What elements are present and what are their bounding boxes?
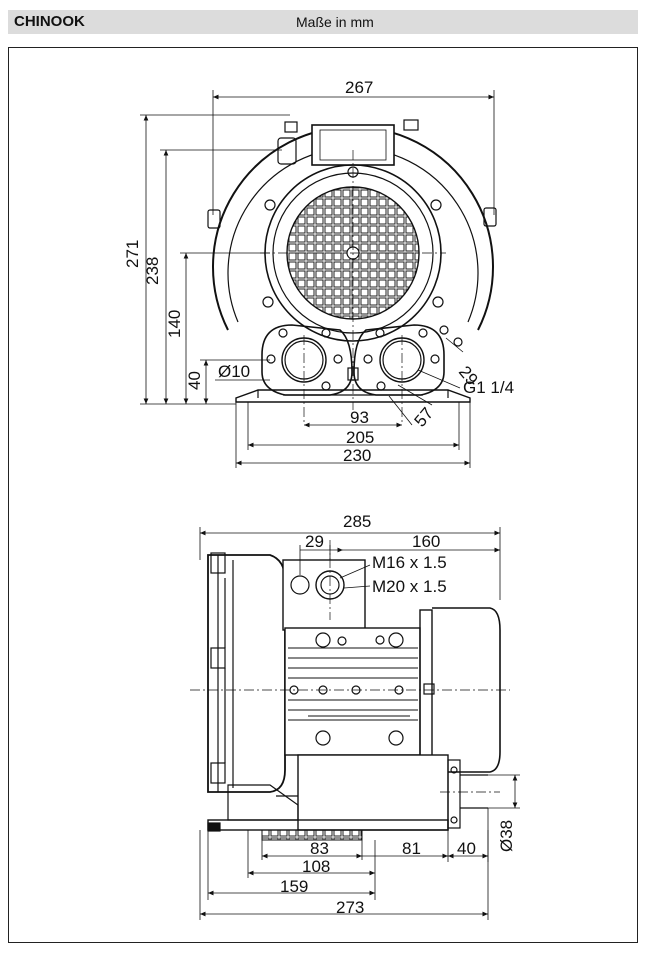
dim-238: 238	[143, 257, 162, 285]
dim-285: 285	[343, 512, 371, 531]
dim-230: 230	[343, 446, 371, 465]
dim-shaft-dia: Ø38	[497, 820, 516, 852]
gland-m16: M16 x 1.5	[372, 553, 447, 572]
dim-hole-dia: Ø10	[218, 362, 250, 381]
front-view	[207, 119, 497, 425]
thread-label: G1 1/4	[463, 378, 514, 397]
dim-159: 159	[280, 877, 308, 896]
dim-160: 160	[412, 532, 440, 551]
dim-93: 93	[350, 408, 369, 427]
dim-40-side: 40	[457, 839, 476, 858]
dim-140: 140	[165, 310, 184, 338]
header-bar: CHINOOK Maße in mm	[8, 10, 638, 34]
product-title: CHINOOK	[14, 13, 85, 30]
dim-81: 81	[402, 839, 421, 858]
side-view	[190, 540, 510, 841]
unit-note: Maße in mm	[296, 14, 374, 30]
dim-29-side: 29	[305, 532, 324, 551]
dim-40: 40	[185, 371, 204, 390]
dim-108: 108	[302, 857, 330, 876]
dim-57: 57	[411, 404, 438, 431]
front-dimensions	[140, 90, 495, 468]
dim-271: 271	[123, 240, 142, 268]
dim-83: 83	[310, 839, 329, 858]
drawing-frame	[8, 47, 638, 943]
dim-205: 205	[346, 428, 374, 447]
dim-267: 267	[345, 78, 373, 97]
gland-m20: M20 x 1.5	[372, 577, 447, 596]
dim-273: 273	[336, 898, 364, 917]
side-dimensions	[199, 527, 520, 920]
